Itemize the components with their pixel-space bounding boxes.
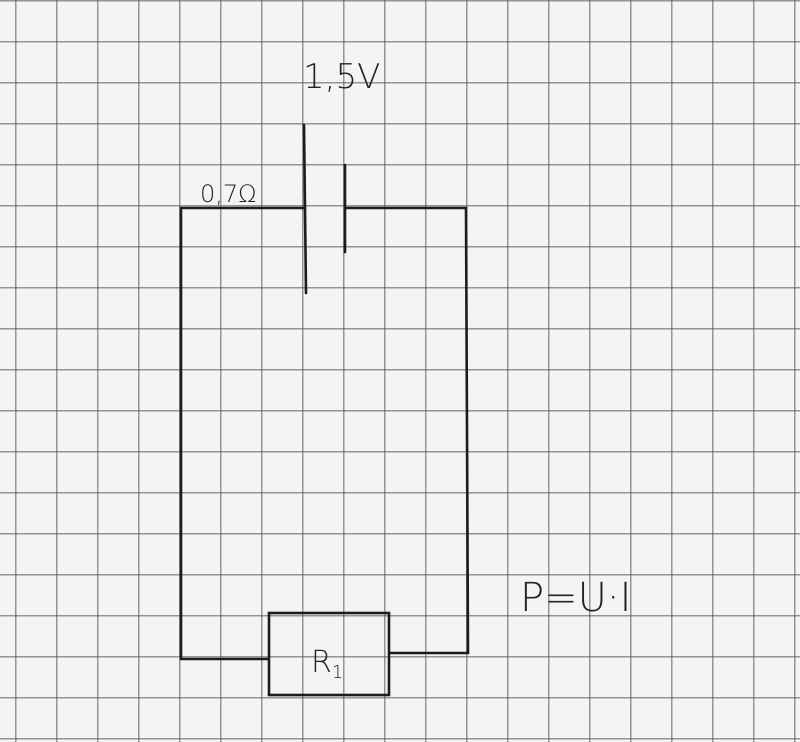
internal-resistance-label: 0,7Ω bbox=[200, 180, 257, 208]
resistor-label: R1 bbox=[311, 645, 343, 683]
wire-top-right bbox=[343, 206, 470, 655]
resistor-r1 bbox=[267, 611, 391, 697]
battery-long-plate bbox=[302, 123, 308, 295]
power-formula: P=U·I bbox=[520, 575, 631, 621]
battery-symbol bbox=[302, 123, 347, 295]
resistor-label-subscript: 1 bbox=[332, 662, 343, 683]
wire-top-left bbox=[179, 206, 305, 661]
resistor-label-letter: R bbox=[311, 645, 332, 680]
battery-voltage-label: 1,5V bbox=[303, 57, 380, 97]
circuit-wires bbox=[179, 206, 470, 661]
